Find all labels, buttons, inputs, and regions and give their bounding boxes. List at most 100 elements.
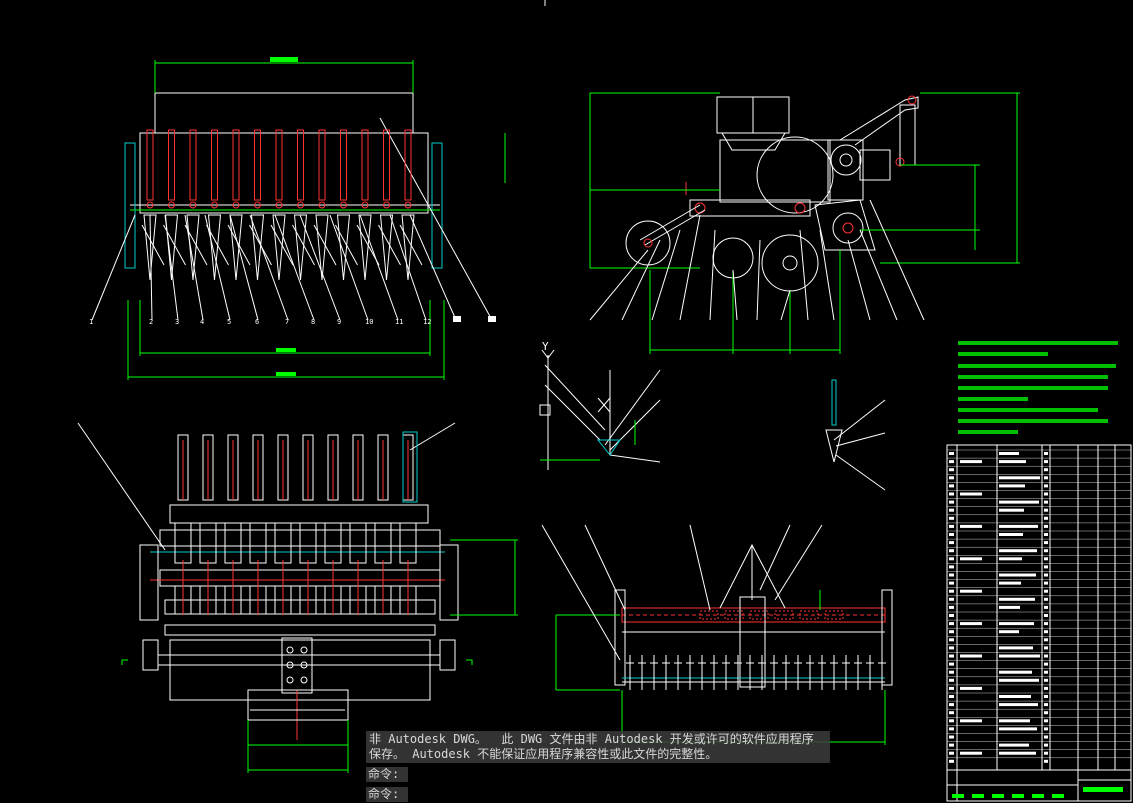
row-qty <box>1044 735 1048 739</box>
tine <box>249 224 272 266</box>
row-code <box>999 524 1038 528</box>
row-number <box>949 622 954 626</box>
row-number <box>949 500 954 504</box>
note-line <box>958 430 1018 434</box>
command-prompt-1[interactable]: 命令: <box>366 767 408 782</box>
row-qty <box>1044 686 1048 690</box>
tine <box>313 224 337 266</box>
row-code <box>999 452 1019 455</box>
row-qty <box>1044 581 1048 585</box>
top-view <box>77 422 518 773</box>
row-number <box>949 638 954 642</box>
row-qty <box>1044 654 1048 658</box>
furrow-opener <box>272 214 286 281</box>
row-number <box>949 719 954 723</box>
tine <box>141 224 165 266</box>
row-qty <box>1044 711 1048 715</box>
furrow-opener <box>358 214 372 281</box>
row-code <box>999 622 1034 626</box>
row-number <box>949 670 954 674</box>
row-code <box>999 533 1023 536</box>
row-qty <box>1044 703 1048 707</box>
row-number <box>949 597 954 601</box>
shaft-point <box>232 201 240 209</box>
command-prompt-2[interactable]: 命令: <box>366 787 408 802</box>
row-code <box>999 581 1021 585</box>
tiller-view <box>541 524 893 745</box>
row-number <box>949 646 954 650</box>
row-code <box>999 719 1030 723</box>
shaft-point <box>275 201 283 209</box>
row-number <box>949 516 954 520</box>
row-number <box>949 452 954 455</box>
row-qty <box>1044 751 1048 755</box>
tine <box>356 224 380 266</box>
row-qty <box>1044 622 1048 626</box>
shaft-point <box>361 201 369 209</box>
row-qty <box>1044 476 1048 480</box>
note-line <box>958 364 1116 368</box>
row-number <box>949 541 954 545</box>
drive-unit <box>402 431 418 503</box>
row-qty <box>1044 605 1048 609</box>
row-number <box>949 549 954 553</box>
row-code <box>999 573 1036 577</box>
side-view <box>589 92 1020 354</box>
hatch-block <box>824 610 844 620</box>
hatch-block <box>699 610 719 620</box>
furrow-opener <box>164 214 179 281</box>
front-view-seed-tubes <box>141 129 423 281</box>
row-number <box>949 735 954 739</box>
furrow-opener <box>229 214 243 281</box>
row-name <box>960 492 982 496</box>
command-warning: 非 Autodesk DWG。 此 DWG 文件由非 Autodesk 开发或许… <box>366 731 830 763</box>
furrow-opener <box>293 214 308 281</box>
title-block-cell <box>1052 794 1064 798</box>
row-qty <box>1044 460 1048 464</box>
note-line <box>958 386 1108 390</box>
hatch-block <box>749 610 769 620</box>
row-qty <box>1044 557 1048 561</box>
seed-tube <box>211 129 218 201</box>
technical-notes <box>958 341 1118 434</box>
seed-tube <box>361 129 369 201</box>
row-number <box>949 589 954 593</box>
row-number <box>949 703 954 707</box>
coulter <box>299 522 317 564</box>
tine <box>399 224 423 266</box>
row-number <box>949 662 954 666</box>
shaft-point <box>189 201 197 209</box>
warning-line-1: 非 Autodesk DWG。 此 DWG 文件由非 Autodesk 开发或许… <box>369 732 814 746</box>
row-qty <box>1044 678 1048 682</box>
row-number <box>949 654 954 658</box>
row-qty <box>1044 492 1048 496</box>
row-code <box>999 549 1037 553</box>
title-block-cell <box>1012 794 1024 798</box>
shaft-point <box>404 201 412 209</box>
row-name <box>960 622 982 626</box>
shaft-point <box>340 201 347 209</box>
row-number <box>949 565 954 569</box>
row-qty <box>1044 597 1048 601</box>
seed-tube <box>189 129 197 201</box>
note-line <box>958 397 1028 401</box>
row-number <box>949 686 954 690</box>
seed-tube <box>318 129 326 201</box>
row-qty <box>1044 727 1048 731</box>
row-code <box>999 654 1040 658</box>
row-qty <box>1044 630 1048 634</box>
tine <box>270 224 294 266</box>
row-qty <box>1044 484 1048 488</box>
part-label: 4 <box>200 318 204 326</box>
row-code <box>999 484 1025 488</box>
furrow-opener <box>186 214 200 281</box>
row-qty <box>1044 662 1048 666</box>
title-block-cell <box>1032 794 1044 798</box>
row-number <box>949 630 954 634</box>
row-qty <box>1044 743 1048 747</box>
row-number <box>949 695 954 698</box>
row-name <box>960 751 982 755</box>
row-qty <box>1044 719 1048 723</box>
row-qty <box>1044 541 1048 545</box>
